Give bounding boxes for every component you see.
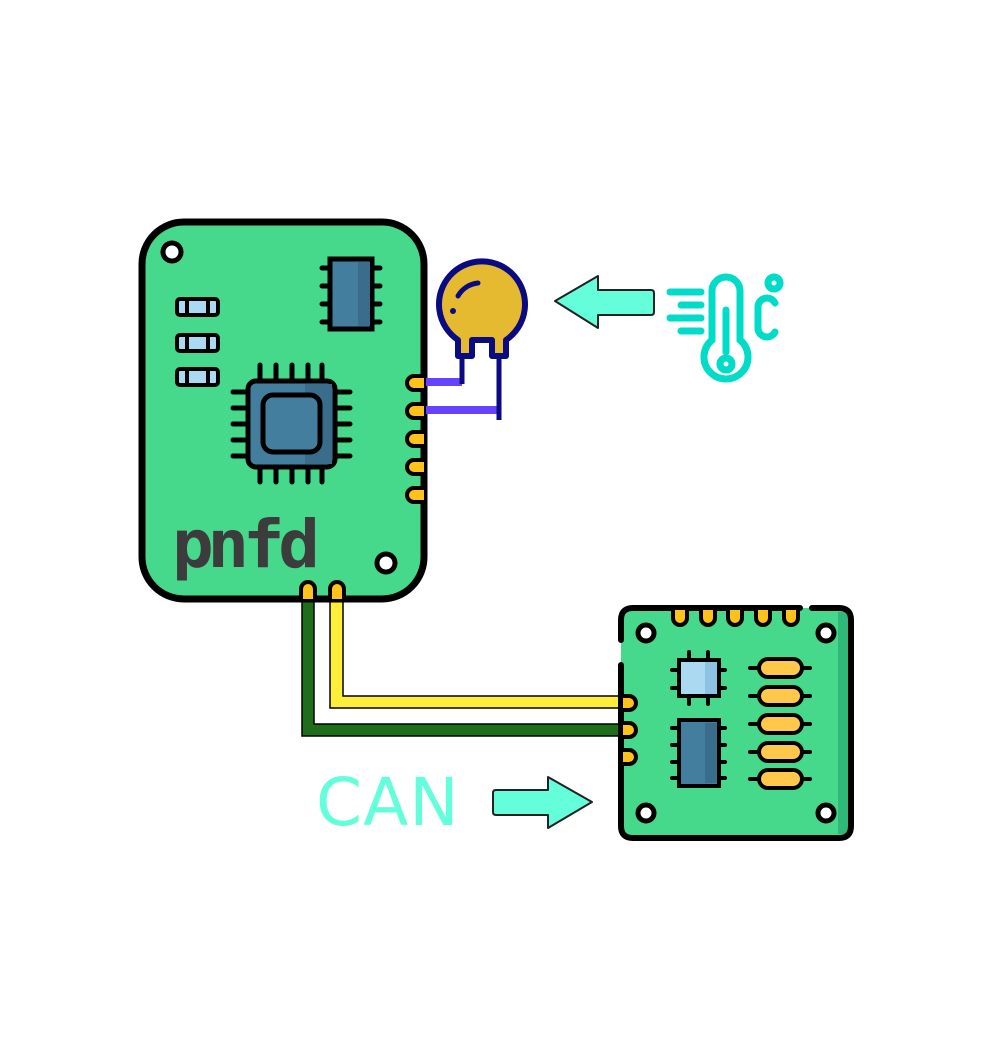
board-logo-label: pnfd (172, 506, 320, 583)
can-bus-label: CAN (316, 764, 460, 841)
main-board (138, 218, 428, 603)
thermometer-celsius-icon (666, 273, 784, 383)
small-ic-chip (319, 256, 383, 332)
thermistor-sensor (436, 258, 528, 359)
secondary-board (618, 605, 854, 841)
microcontroller-chip (230, 362, 353, 485)
can-bus-wires (301, 589, 623, 737)
main-board-side-pins (405, 374, 424, 504)
main-board-bottom-pins (299, 580, 346, 599)
arrow-left-icon (554, 275, 655, 329)
smd-resistors (175, 297, 220, 387)
arrow-right-icon (492, 776, 593, 829)
